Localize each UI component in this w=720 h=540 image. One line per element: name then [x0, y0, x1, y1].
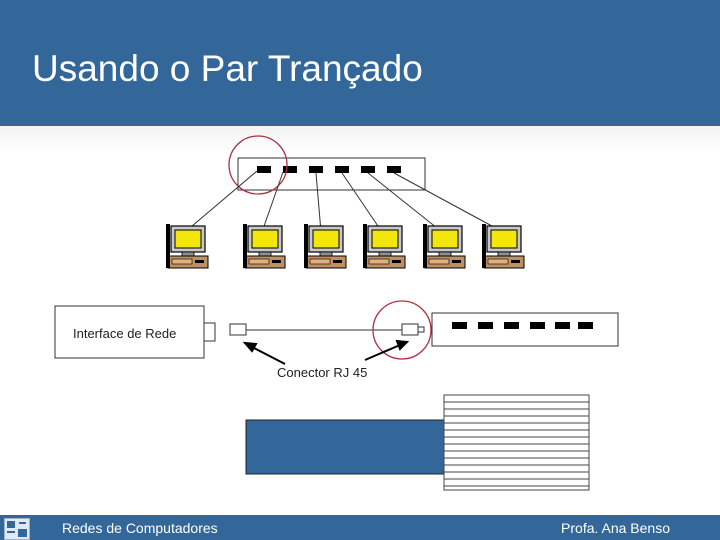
- hub-port: [283, 166, 297, 173]
- cable-line: [367, 172, 443, 233]
- hub-port: [452, 322, 467, 329]
- connector-label: Conector RJ 45: [277, 365, 368, 380]
- computer-icon: [165, 223, 209, 269]
- hub-port: [504, 322, 519, 329]
- hub-ports: [257, 166, 401, 173]
- slide-title: Usando o Par Trançado: [32, 48, 423, 89]
- title-shadow-band: [0, 126, 720, 152]
- computer-icon: [422, 223, 466, 269]
- network-diagram: [54, 135, 619, 491]
- hub-port: [478, 322, 493, 329]
- hub-port: [361, 166, 375, 173]
- cable-line: [184, 170, 258, 233]
- connector-arrows: [242, 339, 410, 365]
- computer-icon: [303, 223, 347, 269]
- hub-port-highlight-circle: [228, 135, 288, 195]
- footer-bar: Redes de Computadores Profa. Ana Benso: [0, 515, 720, 540]
- hub-port: [257, 166, 271, 173]
- nic-port: [203, 322, 216, 342]
- hub-cables: [184, 170, 504, 233]
- rj45-connector-left: [229, 323, 247, 336]
- hub-right-ports: [452, 322, 593, 329]
- title-bar: Usando o Par Trançado: [0, 0, 720, 126]
- cable-block: [245, 419, 445, 475]
- rj45-connector-right: [401, 323, 419, 336]
- hub-box: [237, 157, 426, 191]
- rj45-connector-tip: [417, 326, 425, 333]
- computer-icons: [165, 223, 525, 269]
- computer-icon: [242, 223, 286, 269]
- cable-line: [315, 172, 322, 233]
- footer-author: Profa. Ana Benso: [561, 520, 670, 536]
- hub-port: [335, 166, 349, 173]
- hub-port: [578, 322, 593, 329]
- footer-course-title: Redes de Computadores: [62, 520, 218, 536]
- arrow-head-left: [242, 341, 258, 353]
- hub-port: [555, 322, 570, 329]
- arrow-line-left: [251, 346, 286, 365]
- arrow-head-right: [395, 339, 410, 351]
- connector-highlight-circle: [372, 300, 432, 360]
- hub-port: [309, 166, 323, 173]
- arrow-line-right: [364, 344, 401, 361]
- logo-icon: [4, 518, 30, 540]
- nic-label: Interface de Rede: [73, 326, 177, 341]
- computer-icon: [362, 223, 406, 269]
- cable-line: [341, 172, 383, 233]
- hub-port: [387, 166, 401, 173]
- cable-line: [393, 172, 504, 233]
- hub-box-right: [431, 312, 619, 347]
- hub-port: [530, 322, 545, 329]
- computer-icon: [481, 223, 525, 269]
- cable-pairs-lines: [443, 394, 590, 491]
- cable-line: [261, 171, 284, 233]
